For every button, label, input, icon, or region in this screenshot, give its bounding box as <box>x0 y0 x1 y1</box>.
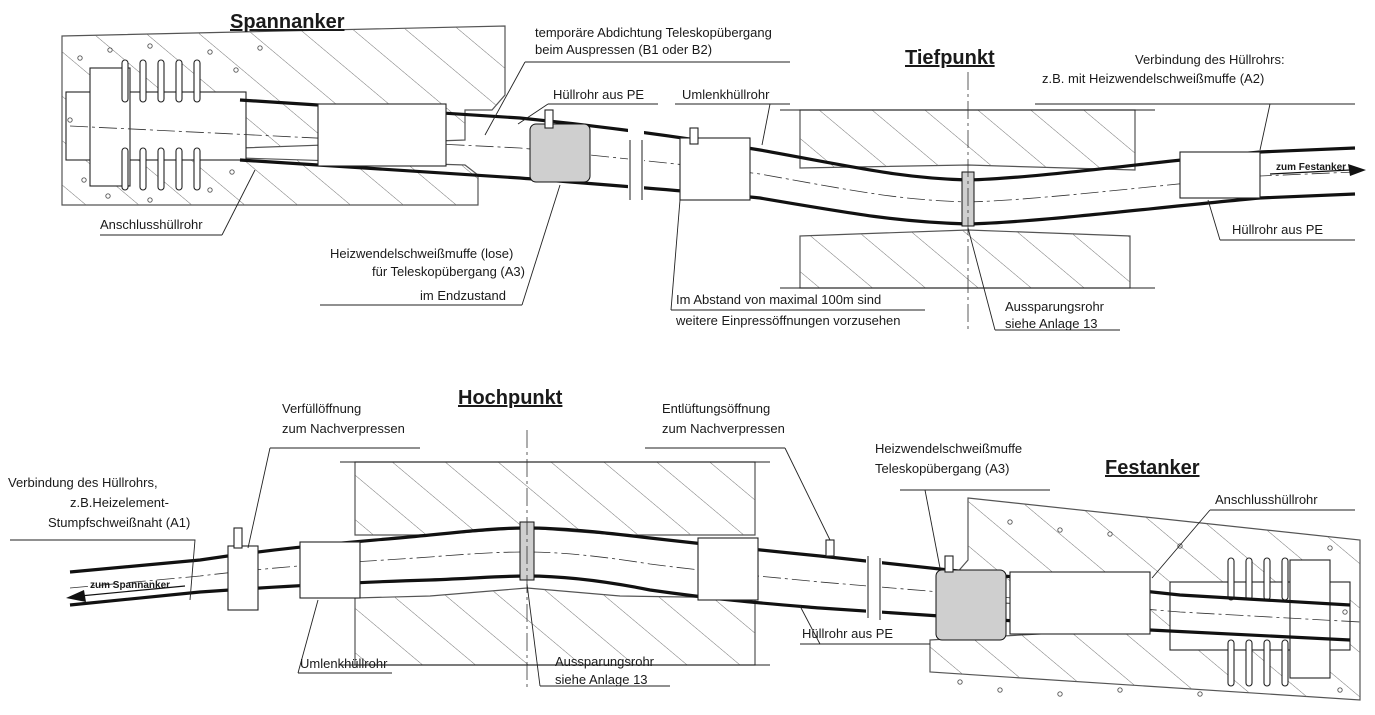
heizwendel-a3-line2: Teleskopübergang (A3) <box>875 461 1009 476</box>
heizwendel-lose-line2: für Teleskopübergang (A3) <box>372 264 525 279</box>
verfuell-line2: zum Nachverpressen <box>282 421 405 436</box>
aussparung-bottom-line1: Aussparungsrohr <box>555 654 655 669</box>
huellrohr-pe-label-2: Hüllrohr aus PE <box>1232 222 1323 237</box>
tiefpunkt-title: Tiefpunkt <box>905 47 995 69</box>
heizwendel-a3-line1: Heizwendelschweißmuffe <box>875 441 1022 456</box>
verbindung-a1-line1: Verbindung des Hüllrohrs, <box>8 475 158 490</box>
spannanker-title: Spannanker <box>230 11 345 33</box>
verbindung-a1-line3: Stumpfschweißnaht (A1) <box>48 515 190 530</box>
entlueft-line1: Entlüftungsöffnung <box>662 401 770 416</box>
umlenkhuellrohr-label-1: Umlenkhüllrohr <box>682 87 770 102</box>
top-tendon-pipe <box>69 98 1356 227</box>
entlueft-line2: zum Nachverpressen <box>662 421 785 436</box>
temp-abdichtung-line1: temporäre Abdichtung Teleskopübergang <box>535 25 772 40</box>
abstand-line2: weitere Einpressöffnungen vorzusehen <box>675 313 901 328</box>
top-leader-lines <box>100 61 1355 331</box>
hochpunkt-title: Hochpunkt <box>458 387 563 409</box>
huellrohr-pe-label-3: Hüllrohr aus PE <box>802 626 893 641</box>
abstand-line1: Im Abstand von maximal 100m sind <box>676 292 881 307</box>
heizwendel-lose-line3: im Endzustand <box>420 288 506 303</box>
anschlusshuellrohr-label-2: Anschlusshüllrohr <box>1215 492 1318 507</box>
hochpunkt-concrete <box>340 461 770 666</box>
umlenkhuellrohr-label-2: Umlenkhüllrohr <box>300 656 388 671</box>
tiefpunkt-concrete <box>780 109 1155 289</box>
temp-abdichtung-line2: beim Auspressen (B1 oder B2) <box>535 42 712 57</box>
verbindung-a2-line2: z.B. mit Heizwendelschweißmuffe (A2) <box>1042 71 1264 86</box>
spannanker-concrete <box>61 25 506 206</box>
bottom-leader-lines <box>10 447 1355 687</box>
aussparung-top-line2: siehe Anlage 13 <box>1005 316 1098 331</box>
zum-spannanker-label: zum Spannanker <box>90 580 170 591</box>
zum-spannanker-arrow: zum Spannanker <box>66 580 186 602</box>
top-view: zum Festanker Spannanker Tiefpunkt <box>61 11 1366 331</box>
zum-festanker-arrow: zum Festanker <box>1269 162 1366 176</box>
bottom-view: zum Spannanker Hochpunkt Festanker Verfü… <box>8 387 1361 701</box>
spannanker-stirrups <box>121 59 201 191</box>
verfuell-line1: Verfüllöffnung <box>282 401 361 416</box>
heizwendel-lose-line1: Heizwendelschweißmuffe (lose) <box>330 246 513 261</box>
verbindung-a1-line2: z.B.Heizelement- <box>70 495 169 510</box>
zum-festanker-label: zum Festanker <box>1276 162 1346 173</box>
anschlusshuellrohr-label-1: Anschlusshüllrohr <box>100 217 203 232</box>
verbindung-a2-line1: Verbindung des Hüllrohrs: <box>1135 52 1285 67</box>
aussparung-top-line1: Aussparungsrohr <box>1005 299 1105 314</box>
festanker-title: Festanker <box>1105 457 1200 479</box>
aussparung-bottom-line2: siehe Anlage 13 <box>555 672 648 687</box>
huellrohr-pe-label-1: Hüllrohr aus PE <box>553 87 644 102</box>
